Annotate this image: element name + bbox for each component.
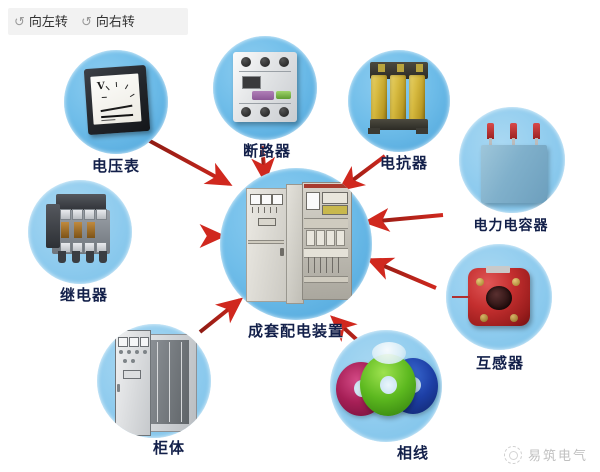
circuit-breaker-photo-bubble — [213, 36, 317, 140]
node-complete-switchgear-assembly[interactable]: 成套配电装置 — [206, 168, 386, 348]
power-capacitor-label: 电力电容器 — [473, 218, 549, 234]
cabinet-device-art — [113, 330, 199, 436]
assembly-photo-bubble — [220, 168, 372, 320]
logo-mark-icon — [503, 445, 522, 464]
relay-photo-bubble — [28, 180, 132, 284]
power-capacitor-device-art — [479, 123, 549, 203]
switchgear-components-diagram: V 电压表 — [0, 32, 600, 472]
voltmeter-photo-bubble: V — [64, 50, 168, 154]
watermark: 易筑电气 — [503, 445, 588, 464]
rotate-right-label: 向右转 — [95, 14, 135, 29]
node-phase-wire[interactable]: 相线 — [322, 330, 482, 472]
circuit-breaker-device-art — [233, 52, 297, 122]
instrument-transformer-photo-bubble — [446, 244, 552, 350]
instrument-transformer-label: 互感器 — [475, 354, 524, 372]
assembly-device-art — [246, 182, 352, 306]
voltmeter-device-art: V — [83, 64, 151, 136]
node-circuit-breaker[interactable]: 断路器 — [205, 36, 329, 172]
assembly-center-label: 成套配电装置 — [247, 322, 344, 340]
rotate-left-label: 向左转 — [28, 14, 68, 29]
relay-device-art — [46, 194, 116, 270]
relay-label: 继电器 — [59, 286, 108, 304]
instrument-transformer-device-art — [452, 266, 532, 328]
rotate-right-button[interactable]: ↻ 向右转 — [75, 8, 142, 35]
reactor-device-art — [366, 62, 432, 138]
phase-wire-label: 相线 — [396, 444, 429, 462]
voltmeter-label: 电压表 — [91, 157, 140, 175]
watermark-text: 易筑电气 — [527, 449, 588, 464]
node-relay[interactable]: 继电器 — [18, 180, 150, 314]
cabinet-label: 柜体 — [152, 439, 185, 457]
node-reactor[interactable]: 电抗器 — [344, 50, 464, 184]
node-instrument-transformer[interactable]: 互感器 — [432, 244, 568, 386]
image-rotate-toolbar: ↺ 向左转 ↻ 向右转 — [8, 8, 188, 35]
reactor-photo-bubble — [348, 50, 450, 152]
rotate-left-icon: ↺ — [14, 14, 25, 29]
rotate-left-button[interactable]: ↺ 向左转 — [8, 8, 75, 35]
power-capacitor-photo-bubble — [459, 107, 565, 213]
node-power-capacitor[interactable]: 电力电容器 — [441, 107, 581, 247]
circuit-breaker-label: 断路器 — [242, 142, 291, 160]
cabinet-photo-bubble — [97, 324, 211, 438]
reactor-label: 电抗器 — [379, 154, 428, 172]
node-cabinet[interactable]: 柜体 — [93, 324, 243, 472]
rotate-right-icon: ↻ — [80, 14, 92, 29]
phase-wire-coils-art — [332, 336, 442, 436]
phase-wire-photo-bubble — [330, 330, 442, 442]
node-voltmeter[interactable]: V 电压表 — [58, 50, 174, 186]
